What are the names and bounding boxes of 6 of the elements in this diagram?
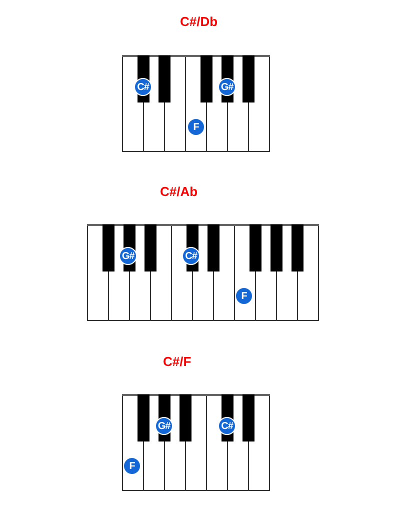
chord-title: C#/Db xyxy=(180,14,218,30)
piano-chord-diagram xyxy=(87,184,319,321)
piano-chord-diagram xyxy=(122,14,270,152)
piano-chord-diagram xyxy=(122,354,270,491)
chord-title: C#/Ab xyxy=(160,184,198,200)
chord-title: C#/F xyxy=(163,354,192,370)
